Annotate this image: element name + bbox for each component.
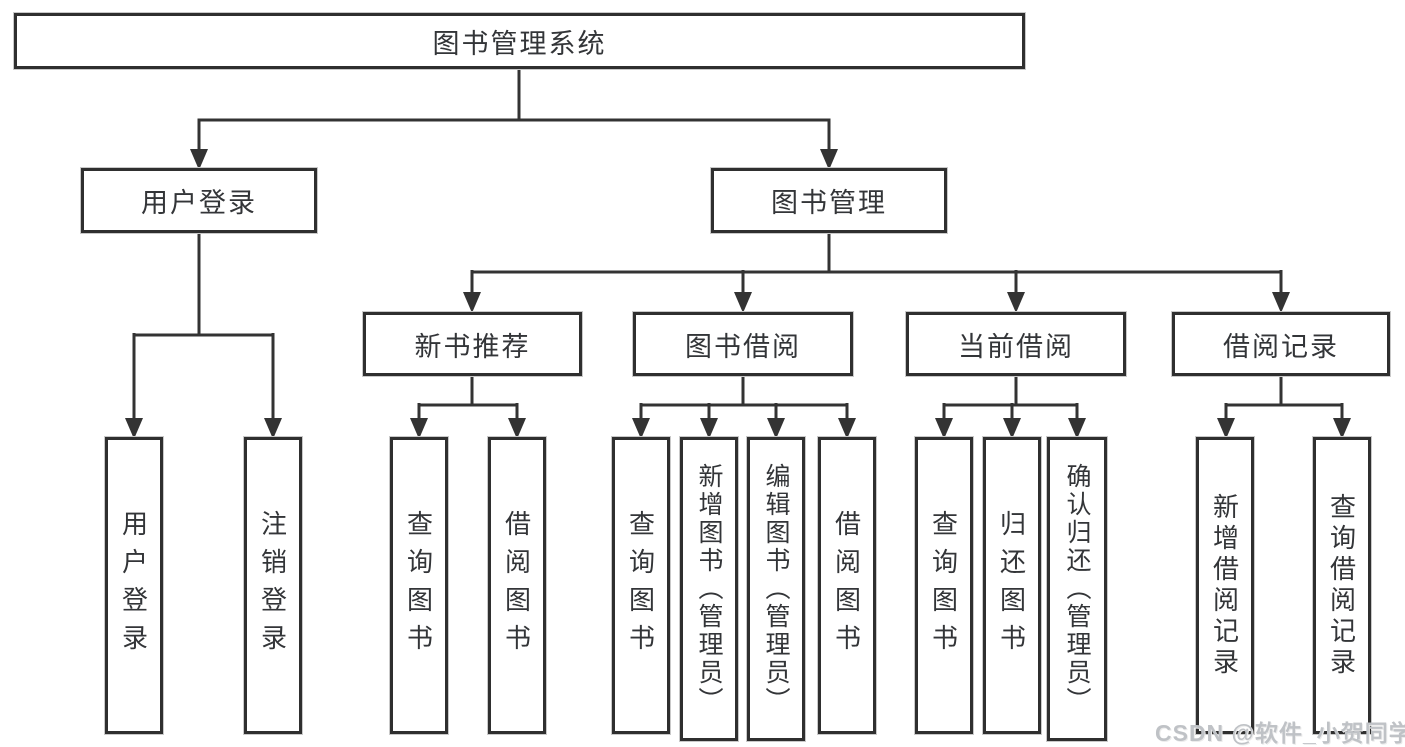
leaf-add-borrow-record: 新增借阅记录	[1196, 437, 1254, 734]
leaf-add-book-admin: 新增图书（管理员）	[680, 437, 738, 741]
leaf-edit-book-admin: 编辑图书（管理员）	[747, 437, 805, 741]
connector-new-book-recommend-to-leaves	[410, 376, 526, 439]
leaf-query-books-current: 查询图书	[915, 437, 973, 734]
node-book-borrowing: 图书借阅	[633, 312, 853, 376]
leaf-logout: 注销登录	[244, 437, 302, 734]
connector-book-management-to-level3	[463, 232, 1290, 313]
leaf-confirm-return-admin: 确认归还（管理员）	[1047, 437, 1107, 741]
node-root: 图书管理系统	[14, 13, 1025, 69]
node-current-borrowing: 当前借阅	[906, 312, 1126, 376]
connector-current-borrowing-to-leaves	[935, 376, 1086, 439]
connector-root-to-level2	[190, 68, 838, 170]
leaf-query-books-recommend: 查询图书	[390, 437, 448, 734]
watermark: CSDN @软件_小贺同学	[1155, 720, 1405, 746]
node-borrowing-records: 借阅记录	[1172, 312, 1390, 376]
leaf-query-books-borrowing: 查询图书	[612, 437, 670, 734]
node-user-login: 用户登录	[81, 168, 317, 233]
leaf-borrow-books-borrowing: 借阅图书	[818, 437, 876, 734]
leaf-query-borrow-record: 查询借阅记录	[1313, 437, 1371, 734]
node-book-management: 图书管理	[711, 168, 947, 233]
leaf-borrow-books-recommend: 借阅图书	[488, 437, 546, 734]
connector-book-borrowing-to-leaves	[632, 376, 856, 439]
leaf-user-login: 用户登录	[105, 437, 163, 734]
leaf-return-books: 归还图书	[983, 437, 1041, 734]
connector-borrowing-records-to-leaves	[1217, 374, 1351, 439]
connector-user-login-to-leaves	[125, 232, 282, 439]
node-new-book-recommend: 新书推荐	[363, 312, 582, 376]
